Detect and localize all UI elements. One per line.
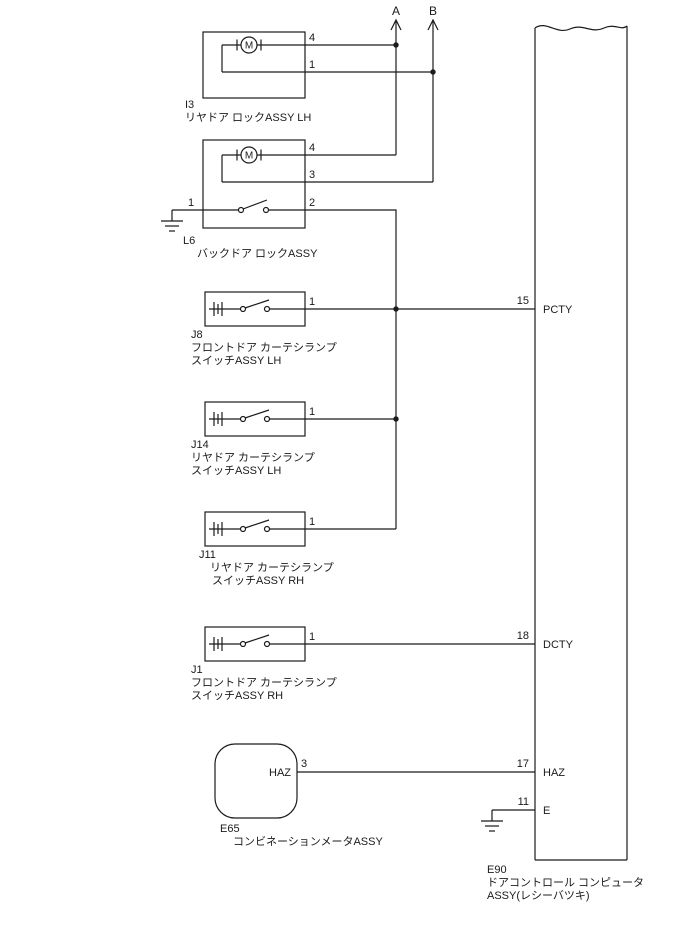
e90-pin18-label: DCTY: [543, 639, 574, 651]
courtesy-switch-icon: [208, 409, 306, 427]
component-j8: [204, 291, 306, 327]
j11-name-line2: スイッチASSY RH: [212, 574, 304, 587]
e65-inner-haz-label: HAZ: [269, 767, 291, 779]
j8-name-line2: スイッチASSY LH: [191, 354, 281, 367]
ground-icon: [160, 209, 184, 232]
j1-name-line1: フロントドア カーテシランプ: [191, 676, 337, 689]
component-e90-torn-top-edge: [534, 25, 628, 31]
l6-pin1-number: 1: [188, 197, 194, 209]
e65-id: E65: [220, 823, 240, 835]
component-e65-box: [214, 743, 298, 819]
i3-id: I3: [185, 99, 194, 111]
l6-pin2-number: 2: [309, 197, 315, 209]
e90-pin11-number: 11: [518, 796, 529, 808]
j1-name-line2: スイッチASSY RH: [191, 689, 283, 702]
e65-pin3-number: 3: [301, 758, 307, 770]
component-i3: [202, 31, 306, 99]
courtesy-switch-icon: [208, 519, 306, 537]
e90-pin18-number: 18: [517, 630, 529, 642]
l6-name: バックドア ロックASSY: [197, 247, 318, 260]
offpage-connector-b: [427, 18, 439, 182]
component-l6-box: [202, 139, 306, 229]
j8-id: J8: [191, 329, 203, 341]
component-j14: [204, 401, 306, 437]
j14-pin1-number: 1: [309, 406, 315, 418]
e90-pin17-label: HAZ: [543, 767, 565, 779]
motor-m-label: M: [245, 41, 253, 52]
junction-dot: [393, 306, 399, 312]
offpage-connector-a: [390, 18, 402, 155]
component-l6: [202, 139, 306, 229]
l6-id: L6: [183, 235, 195, 247]
e90-pin11-label: E: [543, 805, 550, 817]
j14-name-line2: スイッチASSY LH: [191, 464, 281, 477]
j14-id: J14: [191, 439, 209, 451]
i3-pin1-number: 1: [309, 59, 315, 71]
i3-name: リヤドア ロックASSY LH: [185, 111, 311, 124]
j14-name-line1: リヤドア カーテシランプ: [191, 451, 315, 464]
e90-name-line1: ドアコントロール コンピュータ: [487, 876, 644, 889]
courtesy-switch-icon: [208, 634, 306, 652]
e90-pin15-label: PCTY: [543, 304, 573, 316]
e65-name: コンビネーションメータASSY: [233, 835, 383, 848]
l6-pin4-number: 4: [309, 142, 315, 154]
j11-pin1-number: 1: [309, 516, 315, 528]
e90-pin17-number: 17: [517, 758, 529, 770]
component-j1: [204, 626, 306, 662]
e90-pin15-number: 15: [517, 295, 529, 307]
l6-pin3-number: 3: [309, 169, 315, 181]
ground-icon: [480, 809, 504, 832]
i3-pin4-number: 4: [309, 32, 315, 44]
j8-pin1-number: 1: [309, 296, 315, 308]
component-e90: [534, 25, 628, 861]
component-i3-box: [202, 31, 306, 99]
component-e65: [214, 743, 298, 819]
junction-dot: [393, 42, 399, 48]
j8-name-line1: フロントドア カーテシランプ: [191, 341, 337, 354]
junction-dot: [430, 69, 436, 75]
e90-id: E90: [487, 864, 507, 876]
component-j11: [204, 511, 306, 547]
j1-pin1-number: 1: [309, 631, 315, 643]
j1-id: J1: [191, 664, 203, 676]
wire-courtesy-bus: [305, 209, 397, 529]
motor-m-label: M: [245, 151, 253, 162]
switch-icon: [203, 199, 305, 214]
j11-name-line1: リヤドア カーテシランプ: [210, 561, 334, 574]
offpage-b-label: B: [429, 4, 437, 18]
junction-dot: [393, 416, 399, 422]
j11-id: J11: [199, 549, 216, 561]
e90-name-line2: ASSY(レシーバツキ): [487, 889, 590, 902]
courtesy-switch-icon: [208, 299, 306, 317]
offpage-a-label: A: [392, 4, 400, 18]
